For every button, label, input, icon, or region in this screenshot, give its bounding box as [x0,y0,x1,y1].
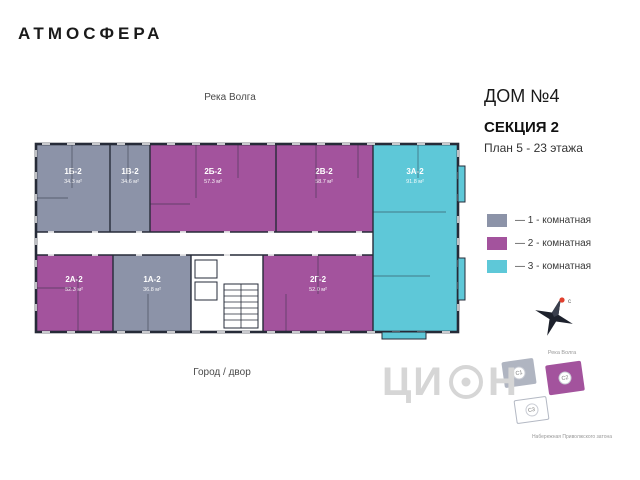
minimap-building-c2[interactable]: С2 [545,360,585,396]
minimap-building-c1-label: С1 [511,365,527,381]
watermark-text-left: ЦИ [382,360,444,404]
floor-plan: 1Б-2 34.3 м² 1В-2 34.6 м² 2Б-2 57.3 м² 2… [34,142,466,340]
window-openings [35,143,459,333]
logo-text: АТМОСФЕРА [18,24,164,43]
apartment-3a-2[interactable]: 3А-2 91.8 м² [373,144,458,332]
section-title: СЕКЦИЯ 2 [484,119,560,136]
corridor [36,232,373,255]
balconies [381,165,466,340]
apartment-area: 91.8 м² [406,179,424,185]
apartment-area: 57.3 м² [204,179,222,185]
apartment-id: 2Б-2 [204,167,222,176]
apartment-id: 1В-2 [121,167,139,176]
apartment-area: 36.8 м² [143,287,161,293]
legend-label-1room: — 1 - комнатная [515,215,592,226]
apartment-id: 2А-2 [65,275,83,284]
compass-north-marker [559,297,565,303]
apartment-1a-2[interactable]: 1А-2 36.8 м² [113,255,191,332]
legend-swatch-1room [487,214,507,227]
balcony [457,165,466,203]
river-orientation-label: Река Волга [204,92,256,103]
legend-item-1room: — 1 - комнатная [487,214,591,227]
minimap-street-label: Набережная Приволжского затона [531,434,613,440]
unit-walls [36,144,374,332]
compass-icon: с [535,297,573,336]
site-minimap: Река Волга С1 С2 С3 Набережная Приволжск… [492,346,632,446]
house-title: ДОМ №4 [484,86,560,106]
city-orientation-label: Город / двор [193,367,251,378]
legend-label-2room: — 2 - комнатная [515,238,592,249]
watermark-circle-icon [448,365,483,399]
apartment-area: 58.7 м² [315,179,333,185]
apartment-id: 1А-2 [143,275,161,284]
elevator-icon [194,281,218,301]
apartment-2a-2[interactable]: 2А-2 52.3 м² [36,255,113,332]
stair-treads [224,284,258,328]
legend-swatch-3room [487,260,507,273]
stair-core [191,255,263,332]
minimap-building-c1[interactable]: С1 [501,357,537,389]
apartment-area: 52.3 м² [65,287,83,293]
apartment-id: 2В-2 [315,167,333,176]
apartment-id: 3А-2 [406,167,424,176]
apartment-id: 1Б-2 [64,167,82,176]
apartment-area: 34.3 м² [64,179,82,185]
apartment-2b-2[interactable]: 2Б-2 57.3 м² [150,144,276,232]
balcony [381,331,427,340]
legend-item-2room: — 2 - комнатная [487,237,591,250]
minimap-building-c3[interactable]: С3 [513,395,550,425]
apartment-2v-2[interactable]: 2В-2 58.7 м² [276,144,373,232]
minimap-building-c2-label: С2 [557,370,573,386]
compass-north-label: с [568,299,571,305]
legend-item-3room: — 3 - комнатная [487,260,591,273]
legend-swatch-2room [487,237,507,250]
minimap-river-label: Река Волга [547,350,577,356]
interior-partitions [36,144,446,332]
plan-floors-subtitle: План 5 - 23 этажа [484,141,583,155]
balcony [457,257,466,301]
minimap-building-c3-label: С3 [524,402,539,418]
apartment-1b-2[interactable]: 1Б-2 34.3 м² [36,144,110,232]
legend-label-3room: — 3 - комнатная [515,261,592,272]
apartment-1v-2[interactable]: 1В-2 34.6 м² [110,144,150,232]
elevator-icon [194,259,218,279]
apartment-area: 34.6 м² [121,179,139,185]
room-type-legend: — 1 - комнатная — 2 - комнатная — 3 - ко… [487,214,591,273]
